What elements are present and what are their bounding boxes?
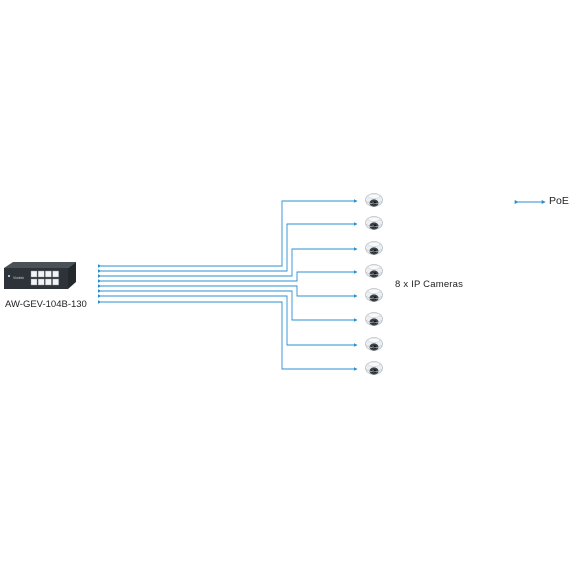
dome-camera-icon (365, 264, 383, 279)
ip-camera-group (365, 193, 383, 376)
poe-switch-device: Vivotek (4, 262, 76, 289)
poe-link-line (98, 199, 358, 268)
switch-port (30, 270, 38, 278)
poe-link-line (98, 270, 358, 283)
dome-camera-icon (365, 312, 383, 327)
dome-camera-icon (365, 193, 383, 208)
switch-port (38, 270, 45, 278)
poe-link-line (98, 294, 358, 347)
switch-port (45, 270, 52, 278)
dome-camera-icon (365, 241, 383, 256)
poe-connections (98, 199, 358, 371)
poe-link-line (98, 300, 358, 371)
cameras-label: 8 x IP Cameras (395, 279, 464, 290)
dome-camera-icon (365, 361, 383, 376)
switch-ports (30, 270, 59, 286)
dome-camera-icon (365, 216, 383, 231)
poe-link-line (98, 222, 358, 273)
switch-brand-logo: Vivotek (13, 276, 24, 280)
switch-port (52, 270, 59, 278)
poe-link-line (98, 289, 358, 322)
switch-port (52, 278, 59, 286)
switch-port (30, 278, 38, 286)
switch-port (45, 278, 52, 286)
switch-port (38, 278, 45, 286)
dome-camera-icon (365, 337, 383, 352)
legend-poe-label: PoE (549, 195, 569, 207)
dome-camera-icon (365, 288, 383, 303)
switch-model-label: AW-GEV-104B-130 (5, 299, 87, 310)
